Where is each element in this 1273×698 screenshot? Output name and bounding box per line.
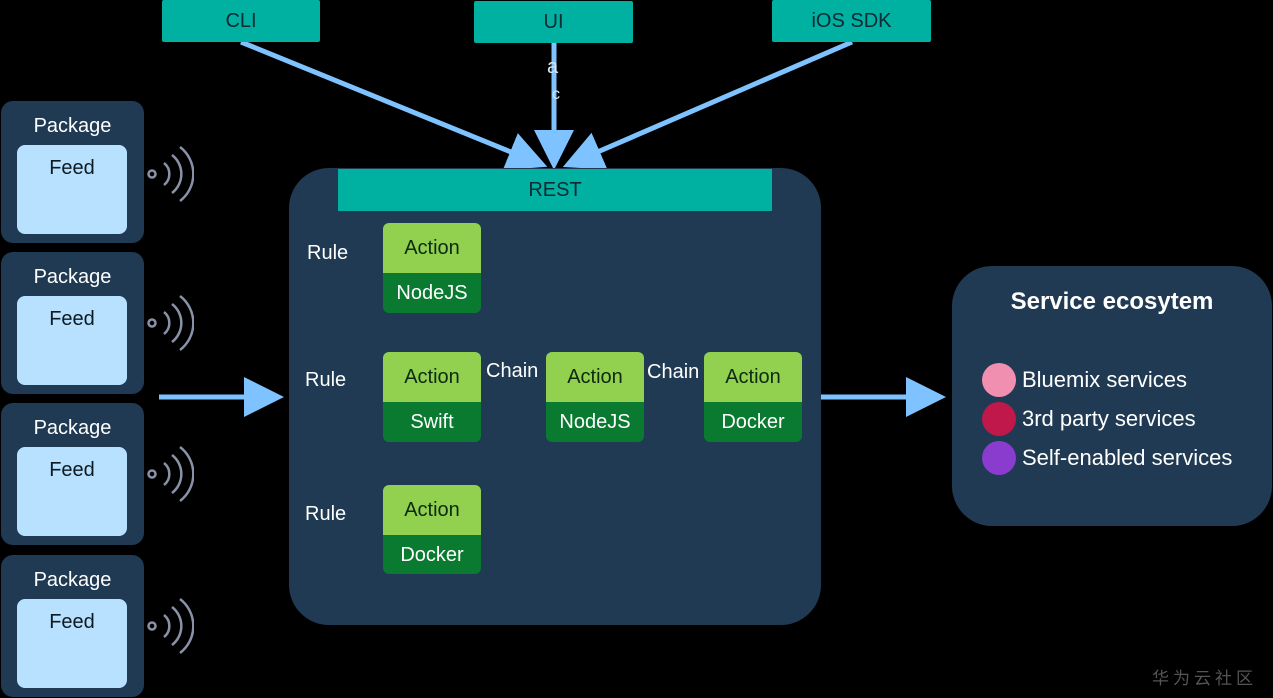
overlay-fragment-a: a	[547, 56, 559, 78]
action-title: Action	[704, 352, 802, 402]
package-box: Package Feed	[1, 403, 144, 545]
ecosystem-item-label: Bluemix services	[1022, 367, 1188, 392]
package-title: Package	[33, 115, 112, 137]
action-runtime: Swift	[383, 402, 481, 442]
package-box: Package Feed	[1, 101, 144, 243]
action-box: Action Docker	[704, 352, 802, 442]
third-party-dot-icon	[982, 402, 1016, 436]
ecosystem-item-label: 3rd party services	[1022, 406, 1196, 431]
package-title: Package	[33, 417, 112, 439]
ios-sdk-to-rest-arrow	[562, 39, 853, 170]
self-enabled-dot-icon	[982, 441, 1016, 475]
ecosystem-item-label: Self-enabled services	[1022, 445, 1233, 470]
action-runtime: NodeJS	[383, 273, 481, 313]
signal-icon	[147, 146, 194, 202]
action-box: Action NodeJS	[383, 223, 481, 313]
action-title: Action	[383, 485, 481, 535]
rest-bar: REST	[338, 169, 772, 211]
ui-client-box: UI	[474, 1, 633, 43]
ecosystem-title: Service ecosytem	[1010, 288, 1214, 315]
rule-label: Rule	[305, 369, 347, 391]
cli-to-rest-arrow	[240, 39, 548, 171]
rule-label: Rule	[307, 242, 349, 264]
ecosystem-item: 3rd party services	[982, 402, 1196, 436]
feed-box: Feed	[17, 447, 127, 536]
ecosystem-item: Bluemix services	[982, 363, 1187, 397]
package-box: Package Feed	[1, 555, 144, 697]
rule-label: Rule	[305, 503, 347, 525]
overlay-fragment-c: c	[552, 86, 560, 103]
feed-box: Feed	[17, 599, 127, 688]
bluemix-dot-icon	[982, 363, 1016, 397]
ui-label: UI	[543, 10, 564, 33]
signal-icon	[147, 598, 194, 654]
action-title: Action	[546, 352, 644, 402]
action-runtime: NodeJS	[546, 402, 644, 442]
action-title: Action	[383, 352, 481, 402]
ios-sdk-label: iOS SDK	[811, 9, 892, 32]
watermark-text: 华为云社区	[1152, 669, 1257, 688]
service-ecosystem-panel: Service ecosytem Bluemix services 3rd pa…	[952, 266, 1272, 526]
chain-label: Chain	[647, 361, 700, 383]
package-title: Package	[33, 569, 112, 591]
ios-sdk-client-box: iOS SDK	[772, 0, 931, 42]
action-box: Action NodeJS	[546, 352, 644, 442]
package-title: Package	[33, 266, 112, 288]
ecosystem-item: Self-enabled services	[982, 441, 1232, 475]
signal-icon	[147, 295, 194, 351]
rest-label: REST	[528, 178, 582, 201]
action-box: Action Swift	[383, 352, 481, 442]
cli-client-box: CLI	[162, 0, 320, 42]
chain-label: Chain	[486, 360, 539, 382]
action-title: Action	[383, 223, 481, 273]
package-box: Package Feed	[1, 252, 144, 394]
action-runtime: Docker	[704, 402, 802, 442]
feed-box: Feed	[17, 296, 127, 385]
cli-label: CLI	[225, 9, 257, 32]
feed-box: Feed	[17, 145, 127, 234]
action-runtime: Docker	[383, 535, 481, 574]
action-box: Action Docker	[383, 485, 481, 574]
signal-icon	[147, 446, 194, 502]
